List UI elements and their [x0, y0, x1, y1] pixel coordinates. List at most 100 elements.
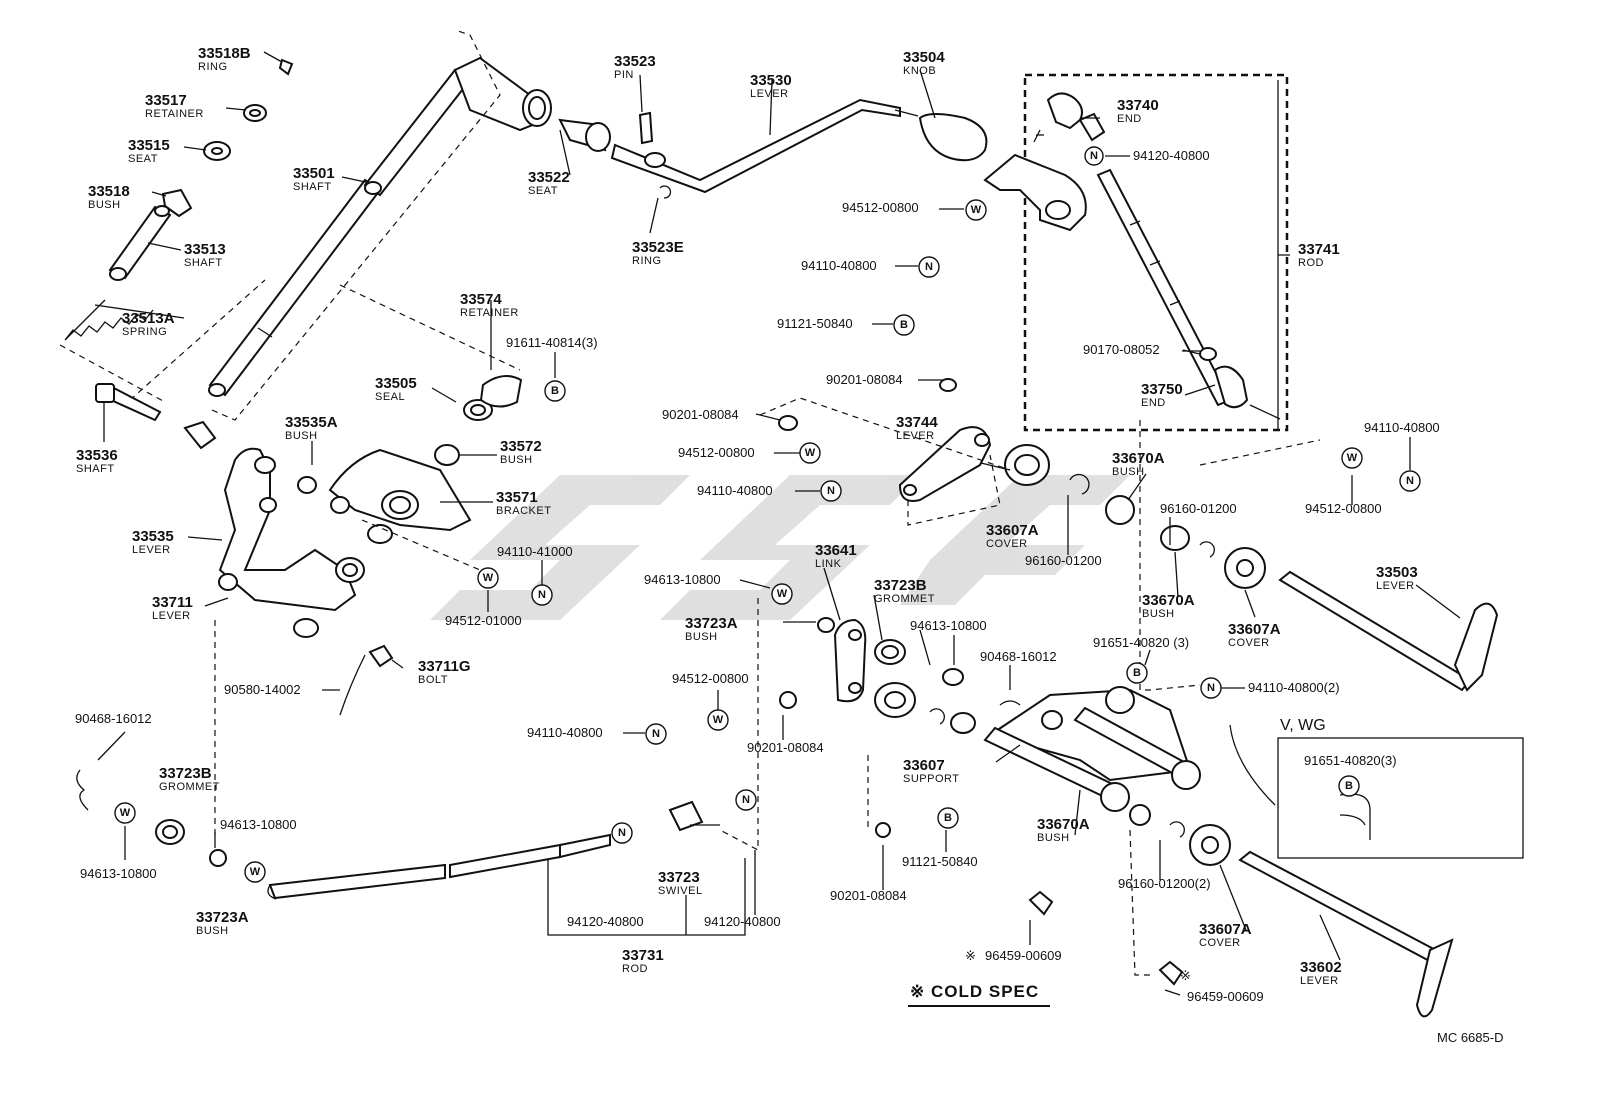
svg-text:W: W — [250, 866, 261, 878]
ref-94110-40800-a: 94110-40800 — [801, 258, 877, 273]
ref-94613-10800-a: 94613-10800 — [644, 572, 721, 587]
ref-90201-08084-a: 90201-08084 — [826, 372, 903, 387]
svg-text:W: W — [777, 588, 788, 600]
part-number-33530: 33530 — [750, 72, 792, 89]
part-name-33571: BRACKET — [496, 505, 551, 517]
part-name-33513: SHAFT — [184, 257, 223, 269]
ref-94613-10800-b: 94613-10800 — [910, 618, 987, 633]
rod-33741-assembly — [1033, 92, 1281, 420]
ref-96459-00609-a: 96459-00609 — [985, 948, 1062, 963]
bolt-symbol-icon — [544, 380, 566, 402]
svg-text:N: N — [652, 728, 660, 740]
assembly-guide-lines — [59, 284, 521, 403]
part-number-33744: 33744 — [896, 414, 938, 431]
ref-96459-00609-b: 96459-00609 — [1187, 989, 1264, 1004]
part-number-33607A-3: 33607A — [1199, 921, 1252, 938]
support-33607-assembly — [929, 495, 1499, 1018]
part-labels: 33518B RING 33517 RETAINER 33515 SEAT 33… — [76, 45, 1418, 987]
ref-90468-16012-a: 90468-16012 — [980, 649, 1057, 664]
inset-title: V, WG — [1280, 717, 1326, 734]
nut-symbol-icon — [611, 822, 633, 844]
washer-symbol-icon — [965, 199, 987, 221]
part-name-33670A-2: BUSH — [1142, 608, 1175, 620]
part-number-33535A: 33535A — [285, 414, 338, 431]
part-name-33723B-1: GROMMET — [874, 593, 935, 605]
part-name-33513A: SPRING — [122, 326, 167, 338]
part-number-33513: 33513 — [184, 241, 226, 258]
ref-96160-01200-a: 96160-01200 — [1160, 501, 1237, 516]
ref-94613-10800-c: 94613-10800 — [220, 817, 297, 832]
cold-spec-mark-a: ※ — [965, 948, 976, 963]
svg-text:N: N — [538, 589, 546, 601]
part-number-33670A-3: 33670A — [1037, 816, 1090, 833]
lower-guide-lines — [214, 598, 869, 851]
ref-90201-08084-c: 90201-08084 — [747, 740, 824, 755]
part-name-33670A-3: BUSH — [1037, 832, 1070, 844]
svg-text:B: B — [1345, 780, 1353, 792]
nut-symbol-icon — [918, 256, 940, 278]
ref-90201-08084-d: 90201-08084 — [830, 888, 907, 903]
svg-text:W: W — [805, 447, 816, 459]
washer-symbol-icon — [244, 861, 266, 883]
nut-symbol-icon — [645, 723, 667, 745]
part-number-33518: 33518 — [88, 183, 130, 200]
part-number-33723: 33723 — [658, 869, 700, 886]
part-name-33723A-2: BUSH — [196, 925, 229, 937]
ref-91651-40820-inset: 91651-40820(3) — [1304, 753, 1397, 768]
part-name-33731: ROD — [622, 963, 648, 975]
inset-clip-line — [1229, 724, 1276, 806]
svg-text:W: W — [1347, 452, 1358, 464]
ref-91611-40814: 91611-40814(3) — [506, 335, 598, 350]
part-number-33517: 33517 — [145, 92, 187, 109]
svg-text:B: B — [1133, 667, 1141, 679]
ref-91121-50840-b: 91121-50840 — [902, 854, 978, 869]
cold-spec-markers: ※ ※ — [965, 948, 1191, 983]
part-number-33723B-1: 33723B — [874, 577, 927, 594]
lever-33744-group — [759, 378, 1090, 526]
svg-text:W: W — [120, 807, 131, 819]
part-number-33711: 33711 — [152, 594, 193, 611]
inset-part-sketch — [1339, 793, 1371, 840]
bolt-symbol-icon — [937, 807, 959, 829]
part-name-33607A-1: COVER — [986, 538, 1028, 550]
shift-shaft-33501 — [208, 56, 552, 397]
nut-symbol-icon — [820, 480, 842, 502]
part-name-33607A-2: COVER — [1228, 637, 1270, 649]
svg-text:B: B — [900, 319, 908, 331]
part-name-33607A-3: COVER — [1199, 937, 1241, 949]
part-name-33641: LINK — [815, 558, 842, 570]
part-name-33670A-1: BUSH — [1112, 466, 1145, 478]
svg-text:N: N — [827, 485, 835, 497]
link-33641-group — [779, 617, 964, 838]
nut-symbol-icon — [1200, 677, 1222, 699]
part-name-33741: ROD — [1298, 257, 1324, 269]
part-number-33536: 33536 — [76, 447, 118, 464]
rod-33731 — [76, 769, 720, 900]
part-number-33607: 33607 — [903, 757, 945, 774]
small-parts-top-left — [64, 58, 294, 450]
svg-text:N: N — [618, 827, 626, 839]
part-name-33530: LEVER — [750, 88, 789, 100]
part-name-33744: LEVER — [896, 430, 935, 442]
part-name-33574: RETAINER — [460, 307, 519, 319]
ref-90468-16012-b: 90468-16012 — [75, 711, 152, 726]
part-number-33503: 33503 — [1376, 564, 1418, 581]
washer-symbol-icon — [1341, 447, 1363, 469]
ref-96160-01200-b: 96160-01200 — [1025, 553, 1102, 568]
ref-94110-40800-2: 94110-40800(2) — [1248, 680, 1340, 695]
ref-94110-40800-c: 94110-40800 — [697, 483, 773, 498]
part-name-33602: LEVER — [1300, 975, 1339, 987]
washer-symbol-icon — [477, 567, 499, 589]
part-name-33572: BUSH — [500, 454, 533, 466]
part-number-33571: 33571 — [496, 489, 538, 506]
ref-91651-40820: 91651-40820 (3) — [1093, 635, 1189, 650]
svg-text:B: B — [944, 812, 952, 824]
part-number-33607A-1: 33607A — [986, 522, 1039, 539]
part-number-33607A-2: 33607A — [1228, 621, 1281, 638]
ref-94512-00800-c: 94512-00800 — [1305, 501, 1382, 516]
nut-symbol-icon — [531, 584, 553, 606]
part-number-33723A-2: 33723A — [196, 909, 249, 926]
svg-text:W: W — [971, 204, 982, 216]
